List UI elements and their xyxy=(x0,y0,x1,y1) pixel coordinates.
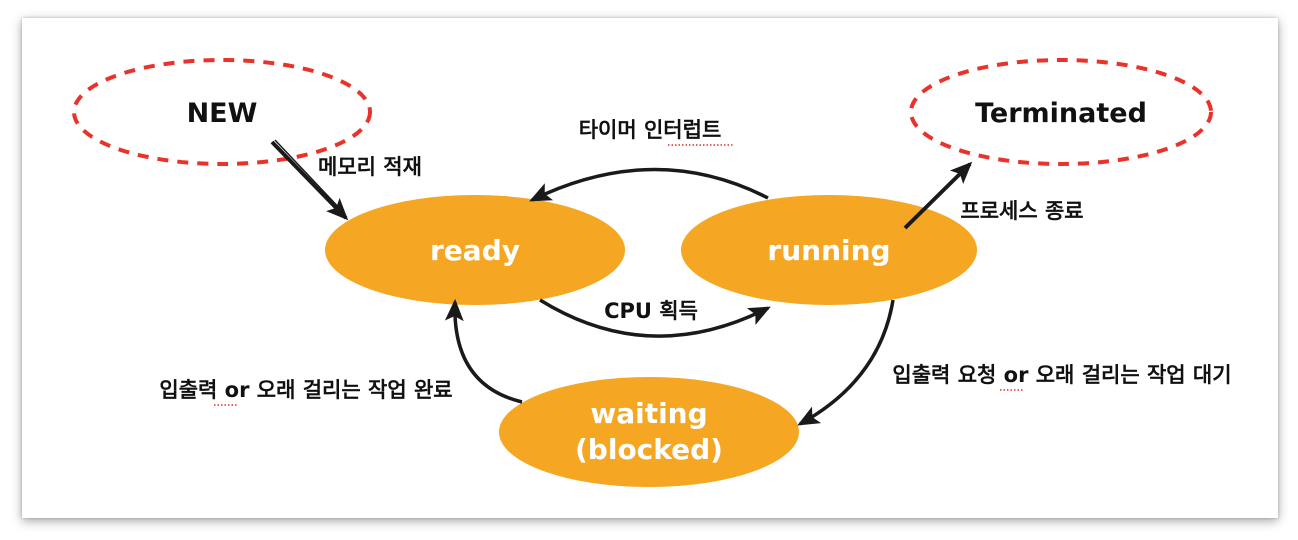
label-timer-interrupt: 타이머 인터럽트 xyxy=(579,118,722,142)
running-state-label: running xyxy=(767,234,890,267)
arrow-running-to-terminated xyxy=(903,161,973,230)
ready-state-label: ready xyxy=(430,234,520,267)
arrow-ready-to-running xyxy=(539,298,771,338)
waiting-state-label-line1: waiting xyxy=(590,397,707,430)
label-process-exit: 프로세스 종료 xyxy=(960,199,1083,223)
terminated-state-label: Terminated xyxy=(975,98,1147,129)
label-io-request: 입출력 요청 or 오래 걸리는 작업 대기 xyxy=(892,363,1231,387)
arrow-new-to-ready xyxy=(270,140,349,221)
arrow-waiting-to-ready xyxy=(444,298,523,404)
new-state-label: NEW xyxy=(187,98,258,129)
arrow-new-to-ready-stroke2 xyxy=(274,139,345,214)
waiting-state xyxy=(499,377,799,487)
waiting-state-label-line2: (blocked) xyxy=(575,433,723,466)
arrow-running-to-waiting xyxy=(797,299,895,426)
running-state xyxy=(681,195,977,305)
terminated-state-outline xyxy=(909,58,1213,166)
arrow-running-to-ready xyxy=(529,167,769,202)
label-cpu-acquire: CPU 획득 xyxy=(604,299,698,323)
label-io-complete: 입출력 or 오래 걸리는 작업 완료 xyxy=(159,378,452,402)
ready-state xyxy=(325,195,625,305)
new-state-outline xyxy=(72,58,372,166)
label-memory-load: 메모리 적재 xyxy=(318,155,422,179)
